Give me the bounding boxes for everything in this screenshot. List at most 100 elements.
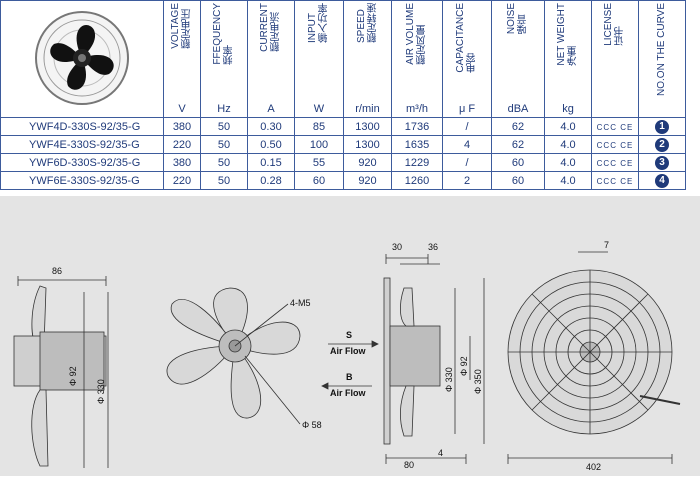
weight-cell: 4.0 xyxy=(544,117,592,136)
input-cell: 85 xyxy=(294,117,344,136)
license-cell: CCC CE xyxy=(591,153,639,172)
curve-number-badge: 4 xyxy=(655,173,669,188)
technical-drawing: 86 Φ 92 Φ 330 4-M5 Φ 58 S Air Flow B Air… xyxy=(13,240,681,472)
curve-number-badge: 1 xyxy=(655,119,669,134)
frequency-cell: 50 xyxy=(200,117,248,136)
housing-side-view xyxy=(383,254,485,464)
air-flow-arrows xyxy=(321,340,379,390)
ccc-ce-logo: CCC CE xyxy=(596,122,634,132)
ccc-ce-logo: CCC CE xyxy=(596,158,634,168)
technical-drawing-panel: 86 Φ 92 Φ 330 4-M5 Φ 58 S Air Flow B Air… xyxy=(0,196,700,476)
dim-402-label: 402 xyxy=(586,462,601,472)
air-volume-cell: 1635 xyxy=(391,135,443,154)
ccc-ce-logo: CCC CE xyxy=(596,140,634,150)
current-cell: 0.30 xyxy=(247,117,295,136)
speed-cell: 920 xyxy=(343,153,392,172)
dim-86-label: 86 xyxy=(52,266,62,276)
model-cell: YWF4D-330S-92/35-G xyxy=(0,117,164,136)
fan-thumbnail-cell xyxy=(0,0,164,118)
voltage-cell: 220 xyxy=(163,135,201,154)
model-cell: YWF6E-330S-92/35-G xyxy=(0,171,164,190)
current-cell: 0.50 xyxy=(247,135,295,154)
dim-30-label: 30 xyxy=(392,242,402,252)
table-row: YWF6E-330S-92/35-G 220 50 0.28 60 920 12… xyxy=(0,171,686,190)
dim-4-label: 4 xyxy=(438,448,443,458)
dim-phi350: Φ 350 xyxy=(473,369,483,394)
license-cell: CCC CE xyxy=(591,135,639,154)
fan-thumbnail-icon xyxy=(35,10,129,105)
col-curve: NO.ON THE CURVE xyxy=(638,0,686,118)
speed-cell: 920 xyxy=(343,171,392,190)
air-volume-cell: 1229 xyxy=(391,153,443,172)
capacitance-cell: / xyxy=(442,153,492,172)
frequency-cell: 50 xyxy=(200,153,248,172)
dim-phi58: Φ 58 xyxy=(302,420,322,430)
curve-cell: 4 xyxy=(638,171,686,190)
curve-number-badge: 2 xyxy=(655,137,669,152)
flow-s-label: S xyxy=(346,330,352,340)
capacitance-cell: / xyxy=(442,117,492,136)
dim-7-label: 7 xyxy=(604,240,609,250)
flow-b-text: Air Flow xyxy=(330,388,366,398)
dim-phi330-mid: Φ 330 xyxy=(444,367,454,392)
dim-4m5: 4-M5 xyxy=(290,298,311,308)
flow-s-text: Air Flow xyxy=(330,346,366,356)
voltage-cell: 380 xyxy=(163,153,201,172)
curve-cell: 2 xyxy=(638,135,686,154)
voltage-cell: 380 xyxy=(163,117,201,136)
dim-80-label: 80 xyxy=(404,460,414,470)
dim-36-label: 36 xyxy=(428,242,438,252)
curve-number-badge: 3 xyxy=(655,155,669,170)
curve-cell: 1 xyxy=(638,117,686,136)
weight-cell: 4.0 xyxy=(544,171,592,190)
weight-cell: 4.0 xyxy=(544,135,592,154)
frequency-cell: 50 xyxy=(200,135,248,154)
dim-phi92-mid: Φ 92 xyxy=(459,356,469,376)
weight-cell: 4.0 xyxy=(544,153,592,172)
speed-cell: 1300 xyxy=(343,135,392,154)
license-cell: CCC CE xyxy=(591,117,639,136)
capacitance-cell: 2 xyxy=(442,171,492,190)
air-volume-cell: 1260 xyxy=(391,171,443,190)
table-row: YWF6D-330S-92/35-G 380 50 0.15 55 920 12… xyxy=(0,153,686,172)
noise-cell: 62 xyxy=(491,117,545,136)
table-row: YWF4D-330S-92/35-G 380 50 0.30 85 1300 1… xyxy=(0,117,686,136)
capacitance-cell: 4 xyxy=(442,135,492,154)
side-view-drawing xyxy=(13,276,109,468)
speed-cell: 1300 xyxy=(343,117,392,136)
current-cell: 0.15 xyxy=(247,153,295,172)
curve-cell: 3 xyxy=(638,153,686,172)
frequency-cell: 50 xyxy=(200,171,248,190)
model-cell: YWF6D-330S-92/35-G xyxy=(0,153,164,172)
noise-cell: 62 xyxy=(491,135,545,154)
ccc-ce-logo: CCC CE xyxy=(596,176,634,186)
input-cell: 55 xyxy=(294,153,344,172)
input-cell: 60 xyxy=(294,171,344,190)
input-cell: 100 xyxy=(294,135,344,154)
voltage-cell: 220 xyxy=(163,171,201,190)
current-cell: 0.28 xyxy=(247,171,295,190)
impeller-drawing xyxy=(166,287,301,425)
dim-phi92-left: Φ 92 xyxy=(68,366,78,386)
air-volume-cell: 1736 xyxy=(391,117,443,136)
dim-phi330-left: Φ 330 xyxy=(96,379,106,404)
license-cell: CCC CE xyxy=(591,171,639,190)
guard-front-view xyxy=(507,251,681,464)
noise-cell: 60 xyxy=(491,171,545,190)
table-row: YWF4E-330S-92/35-G 220 50 0.50 100 1300 … xyxy=(0,135,686,154)
noise-cell: 60 xyxy=(491,153,545,172)
model-cell: YWF4E-330S-92/35-G xyxy=(0,135,164,154)
